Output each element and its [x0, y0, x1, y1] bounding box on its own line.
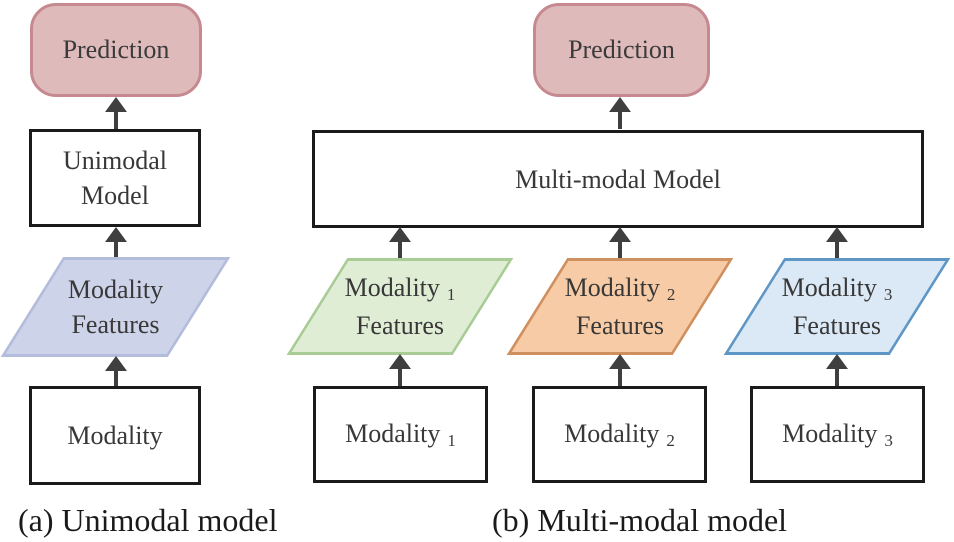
subscript: 2 — [666, 430, 675, 450]
arrow-head-icon — [826, 227, 848, 242]
subscript: 2 — [666, 285, 676, 304]
panel-b-features2-label-line2: Features — [575, 311, 665, 340]
arrow-a-features-to-model — [105, 227, 127, 257]
arrow-head-icon — [105, 356, 127, 371]
arrow-head-icon — [105, 97, 127, 112]
panel-a-features-node: Modality Features — [0, 257, 231, 357]
panel-a-model-label-line2: Model — [81, 181, 149, 210]
panel-b-model-label: Multi-modal Model — [515, 164, 721, 194]
subscript: 3 — [883, 285, 893, 304]
arrow-a-model-to-prediction — [105, 97, 127, 129]
arrow-b-modality3-to-features3 — [826, 354, 848, 386]
panel-b-prediction-label: Prediction — [568, 35, 675, 64]
arrow-b-modality1-to-features1 — [389, 354, 411, 386]
subscript: 1 — [446, 285, 456, 304]
arrow-a-modality-to-features — [105, 356, 127, 387]
panel-a-caption: (a) Unimodal model — [18, 502, 278, 538]
subscript: 3 — [884, 430, 893, 450]
panel-a-modality-label: Modality — [67, 421, 163, 450]
panel-b-prediction-node: Prediction — [533, 3, 710, 97]
arrow-head-icon — [105, 227, 127, 242]
arrow-head-icon — [389, 354, 411, 369]
panel-b-features3-label-line2: Features — [792, 311, 882, 340]
panel-a-model-label-line1: Unimodal — [63, 146, 167, 175]
arrow-head-icon — [389, 227, 411, 242]
panel-a-features-label-line1: Modality — [67, 275, 164, 304]
panel-a-model-node: Unimodal Model — [29, 129, 201, 227]
arrow-head-icon — [826, 354, 848, 369]
subscript: 1 — [447, 430, 456, 450]
arrow-b-features3-to-model — [826, 227, 848, 258]
panel-a-features-label-line2: Features — [71, 310, 160, 339]
panel-a-prediction-label: Prediction — [62, 35, 170, 64]
arrow-b-model-to-prediction — [609, 97, 631, 129]
arrow-b-features1-to-model — [389, 227, 411, 258]
arrow-head-icon — [609, 354, 631, 369]
arrow-b-features2-to-model — [609, 227, 631, 258]
panel-b-caption: (b) Multi-modal model — [492, 502, 788, 538]
panel-b-model-node: Multi-modal Model — [312, 130, 924, 228]
arrow-head-icon — [609, 227, 631, 242]
panel-b-features1-label-line2: Features — [355, 311, 445, 340]
panel-a-prediction-node: Prediction — [30, 3, 202, 97]
arrow-head-icon — [609, 97, 631, 112]
arrow-b-modality2-to-features2 — [609, 354, 631, 386]
panel-a-modality-node: Modality — [29, 386, 201, 485]
